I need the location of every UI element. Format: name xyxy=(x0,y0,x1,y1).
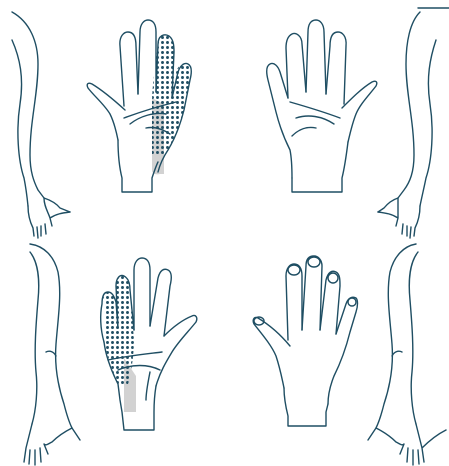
arm-outline-outer xyxy=(368,244,416,440)
arm-top-left xyxy=(12,12,70,238)
arm-hand xyxy=(376,424,446,465)
arm-elbow xyxy=(46,351,56,356)
nail-little xyxy=(348,298,356,306)
little-finger xyxy=(267,63,292,178)
arm-outline-inner xyxy=(420,40,436,206)
ring-finger xyxy=(286,33,306,98)
arm-outline-inner xyxy=(30,252,39,424)
palm-crease-mid xyxy=(296,116,334,124)
arm-outline-inner xyxy=(409,252,418,424)
arm-elbow xyxy=(392,351,402,356)
arm-outline-inner xyxy=(12,40,28,206)
index-finger xyxy=(150,269,171,336)
palm-crease-top xyxy=(290,102,340,118)
thumb xyxy=(156,315,197,386)
hand-bottom-left xyxy=(101,258,197,430)
index-finger xyxy=(326,32,346,104)
wrist xyxy=(292,142,348,192)
nail-index xyxy=(288,265,300,275)
thumb xyxy=(87,83,125,140)
nail-middle xyxy=(308,257,320,267)
little-finger xyxy=(328,297,358,404)
arm-outline-outer xyxy=(12,12,70,212)
arm-hand xyxy=(24,424,72,465)
middle-finger xyxy=(306,20,326,94)
arm-hand xyxy=(28,198,70,238)
arm-bottom-right xyxy=(368,244,446,465)
hand-top-right xyxy=(267,20,377,192)
index-finger xyxy=(120,32,138,106)
wrist xyxy=(284,388,328,426)
arm-hand xyxy=(378,198,420,238)
nail-ring xyxy=(328,273,338,283)
arm-outline-outer xyxy=(378,12,420,212)
palm-crease-low xyxy=(146,372,150,400)
arm-bottom-left xyxy=(24,244,80,465)
thumb xyxy=(342,81,377,142)
hand-top-left xyxy=(87,20,191,192)
arm-top-right xyxy=(378,8,449,238)
hand-bottom-right xyxy=(253,256,357,426)
middle-finger xyxy=(134,258,150,330)
palm-crease-low xyxy=(292,127,316,136)
thumb xyxy=(253,317,290,388)
